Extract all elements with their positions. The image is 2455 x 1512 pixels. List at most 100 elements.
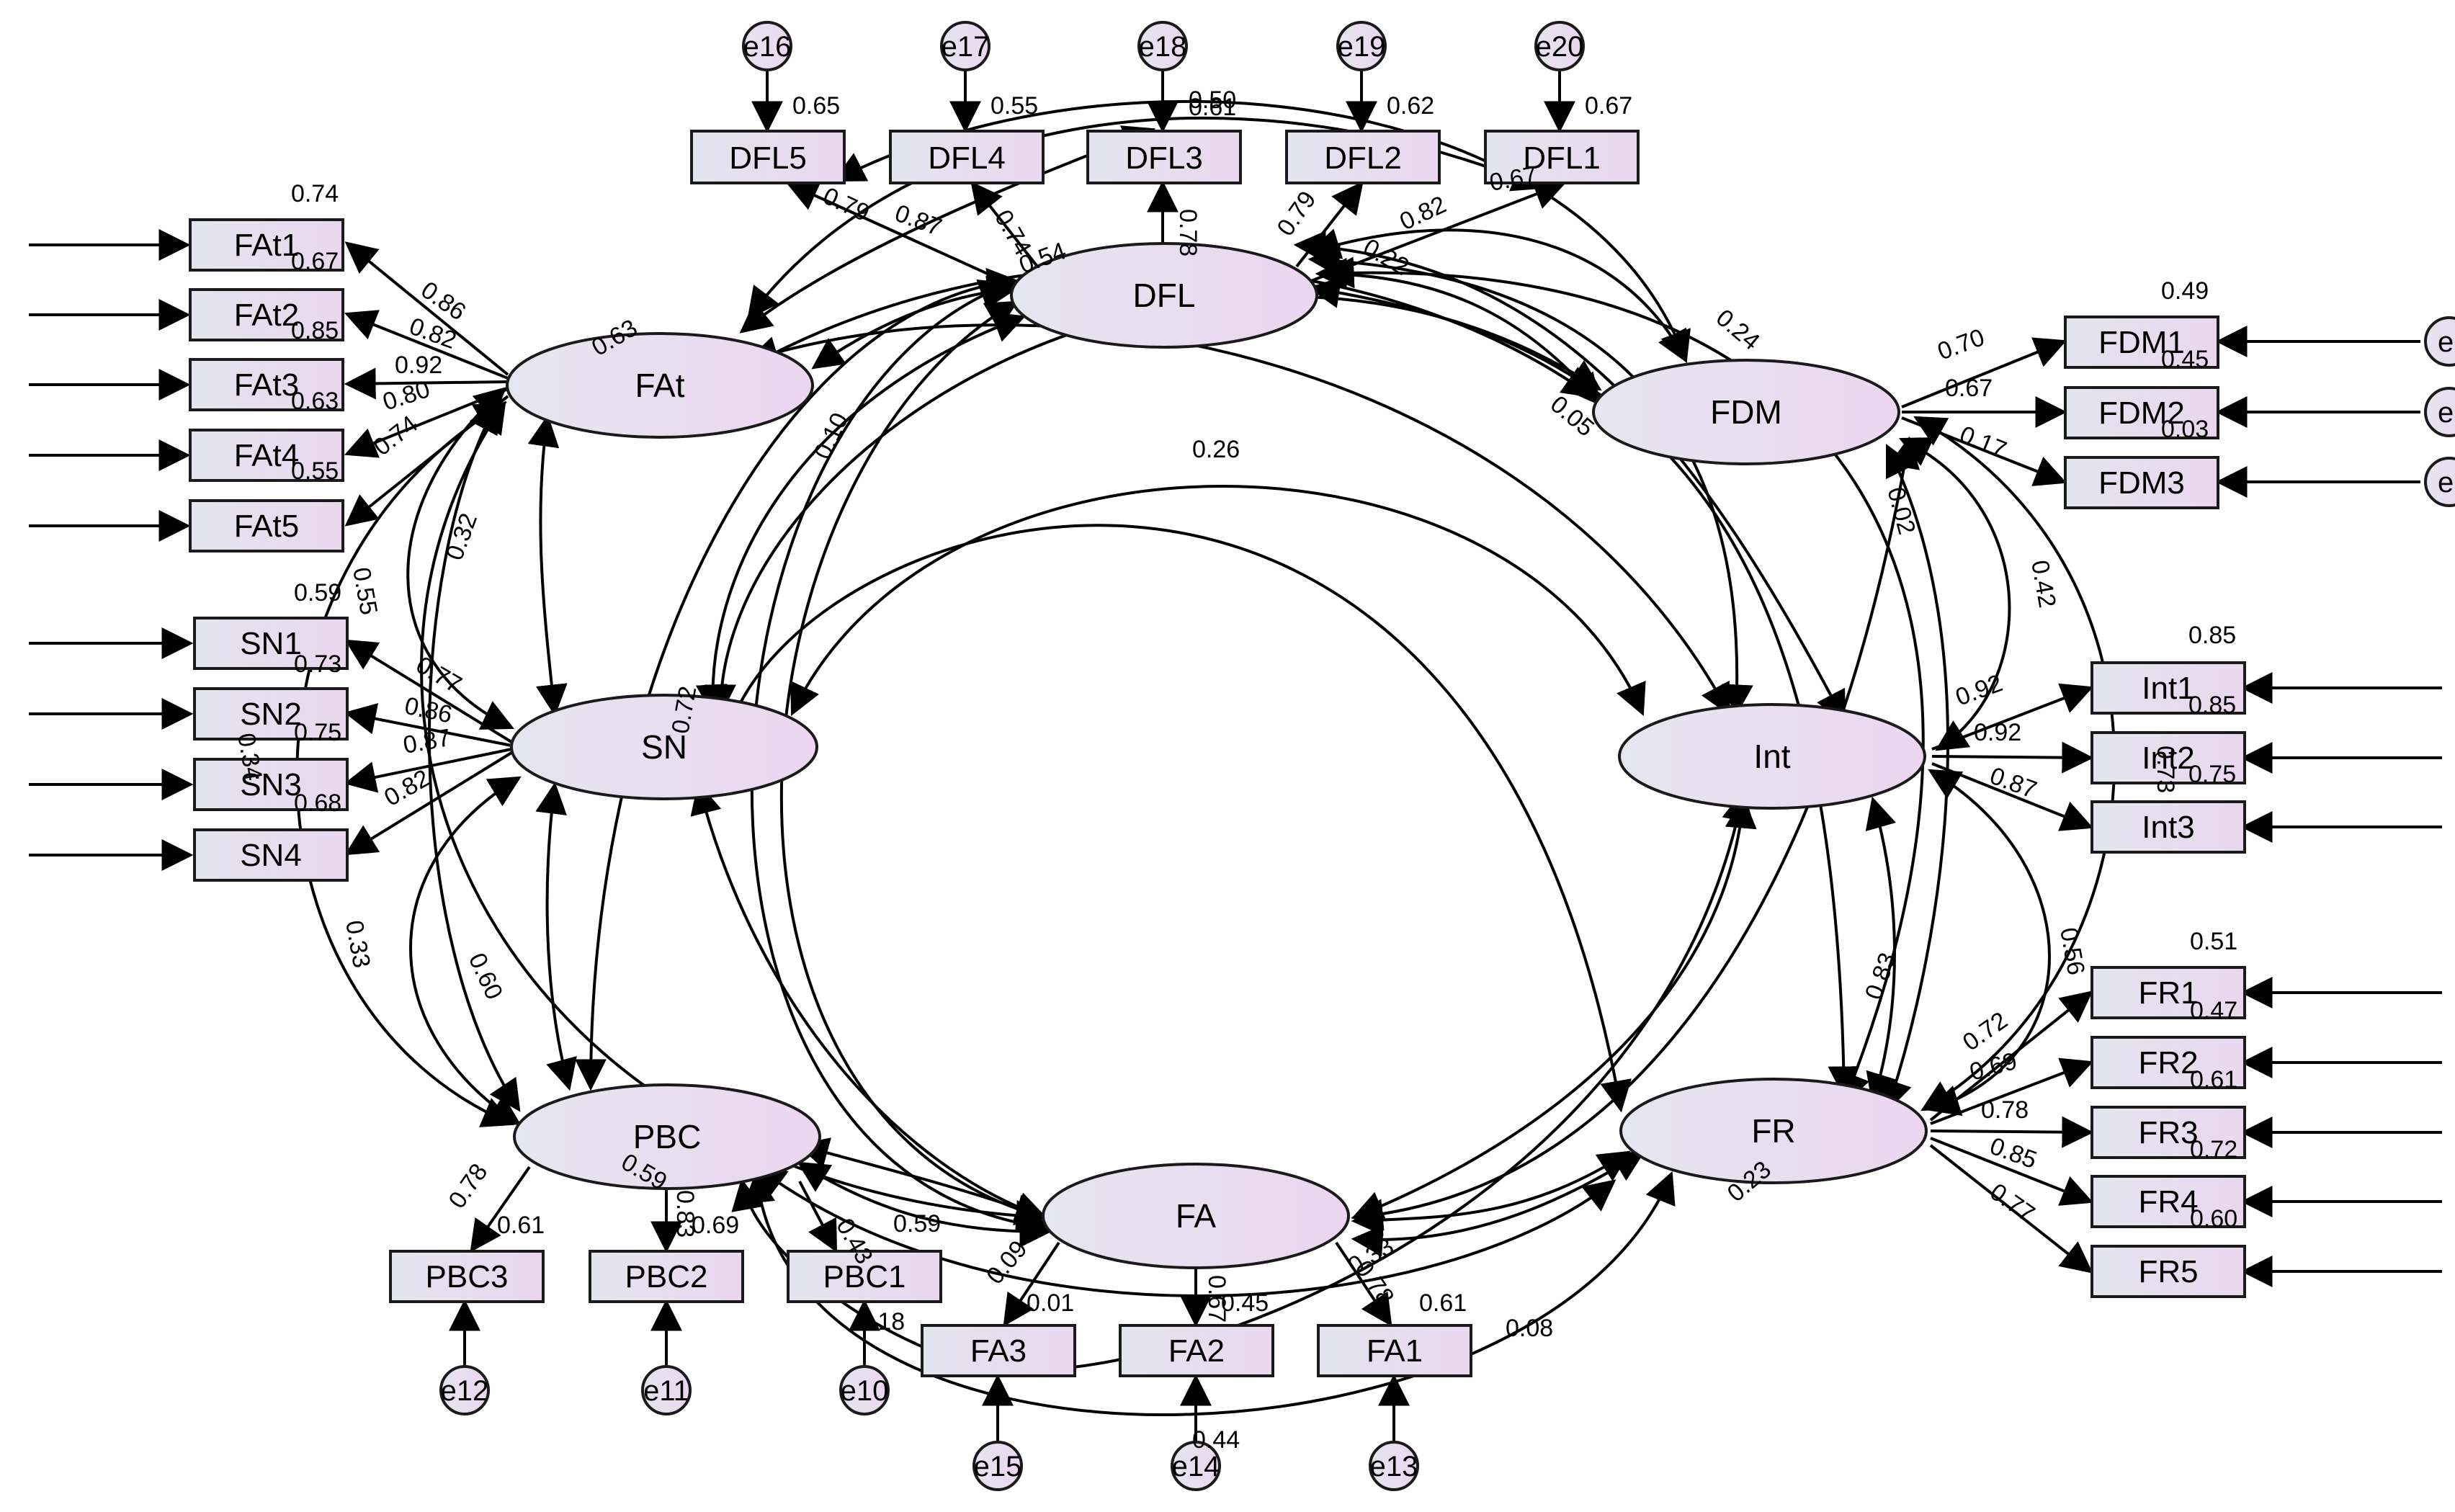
path-arrow-21 (1930, 1057, 2094, 1125)
loading-SN3: 0.87 (401, 724, 453, 759)
label-observed-SN2: SN2 (240, 697, 302, 732)
path-arrow-1 (344, 310, 509, 380)
label-observed-FR3: FR3 (2138, 1115, 2198, 1150)
label-observed-DFL1: DFL1 (1523, 140, 1601, 176)
label-observed-FDM3: FDM3 (2098, 465, 2185, 501)
path-arrow-14 (1901, 337, 2067, 408)
cov-Int-FR-outer (1927, 769, 2051, 1116)
box-Int3: Int3 (2090, 800, 2246, 854)
label-observed-Int3: Int3 (2142, 810, 2194, 845)
label-errors-e14: e14 (1172, 1451, 1220, 1482)
label-observed-FAt2: FAt2 (234, 298, 300, 333)
cov-FA-FR-2 (1351, 1150, 1645, 1257)
box-DFL3: DFL3 (1086, 130, 1242, 184)
error-e17: e17 (940, 21, 991, 71)
label-latents-PBC: PBC (633, 1118, 702, 1155)
label-errors-e12: e12 (441, 1375, 489, 1407)
path-arrow-13 (1310, 179, 1567, 282)
error-partial-fdm2: e (2424, 387, 2455, 437)
box-PBC2: PBC2 (589, 1250, 744, 1303)
r2-FAt2: 0.67 (291, 248, 339, 275)
error-e11: e11 (641, 1365, 692, 1415)
cov-SN-PBC (409, 776, 522, 1126)
r2-DFL4: 0.55 (991, 92, 1038, 120)
label-observed-FAt3: FAt3 (234, 367, 300, 403)
path-arrow-20 (1929, 990, 2093, 1122)
loading-FAt3: 0.92 (395, 352, 442, 379)
label-latents-FAt: FAt (635, 367, 684, 404)
latent-PBC: PBC (513, 1083, 821, 1190)
path-arrow-12 (1295, 181, 1364, 268)
label-errors-e20: e20 (1536, 31, 1584, 63)
box-FDM1: FDM1 (2064, 316, 2219, 369)
covariance-FAt_FA: 0.60 (463, 949, 508, 1003)
r2-PBC2: 0.69 (692, 1212, 739, 1239)
error-partial-fdm3: e (2424, 457, 2455, 507)
path-arrow-27 (798, 1181, 838, 1253)
box-SN2: SN2 (193, 687, 349, 741)
covariance-SN_PBC: 0.33 (340, 918, 375, 970)
label-errors-e13: e13 (1370, 1451, 1418, 1482)
cov-SN-FDM (705, 295, 1602, 717)
path-arrow-19 (1931, 762, 2094, 831)
box-FR4: FR4 (2090, 1175, 2246, 1228)
loading-FR4: 0.85 (1986, 1132, 2040, 1174)
r2-FAt5: 0.55 (291, 457, 339, 485)
r2-DFL2: 0.62 (1387, 92, 1434, 120)
path-arrow-4 (344, 395, 509, 527)
label-observed-Int1: Int1 (2142, 671, 2194, 706)
path-arrow-25 (470, 1166, 531, 1253)
label-latents-FA: FA (1176, 1197, 1217, 1235)
error-e10: e10 (839, 1365, 890, 1415)
label-observed-PBC3: PBC3 (426, 1259, 509, 1294)
cov-FAt-SN-inner (527, 414, 568, 717)
r2-SN3: 0.75 (294, 719, 341, 746)
r2-Int1: 0.85 (2188, 622, 2236, 649)
path-arrow-8 (344, 751, 513, 856)
latent-variables: DFL FAt FDM SN Int PBC FA FR (506, 242, 1928, 1269)
covariance-FDM_Int: 0.42 (2026, 558, 2061, 610)
label-latents-SN: SN (641, 728, 687, 766)
error-e14: e14 (1171, 1441, 1221, 1491)
r2-DFL1: 0.67 (1585, 92, 1632, 120)
covariance-FDM_x: 0.05 (1545, 390, 1599, 442)
covariance-DFL_FDM: 0.24 (1711, 304, 1765, 356)
path-arrow-3 (344, 388, 509, 458)
error-e19: e19 (1336, 21, 1387, 71)
box-FAt2: FAt2 (189, 288, 344, 341)
latent-FR: FR (1619, 1078, 1928, 1184)
cov-DFL-Int-2 (1293, 231, 1846, 723)
cov-SN-FR (720, 524, 1632, 1113)
r2-FA2: 0.45 (1221, 1289, 1269, 1317)
covariance-DFL_FA: 0.10 (809, 408, 854, 463)
loading-DFL3: 0.78 (1174, 209, 1202, 256)
label-observed-FAt1: FAt1 (234, 228, 300, 263)
label-observed-FAt5: FAt5 (234, 509, 300, 544)
box-DFL4: DFL4 (889, 130, 1045, 184)
label-errors-e11: e11 (643, 1375, 689, 1407)
label-observed-PBC1: PBC1 (823, 1259, 906, 1294)
covariance-Int_FA: 0.83 (1860, 949, 1902, 1003)
error-partial-fdm1: e (2424, 316, 2455, 367)
path-arrow-23 (1930, 1137, 2094, 1206)
label-observed-FAt4: FAt4 (234, 438, 300, 473)
cov-SN-Int (790, 485, 1646, 717)
loading-PBC2: 0.83 (671, 1190, 699, 1238)
path-arrow-7 (344, 748, 512, 793)
box-FAt3: FAt3 (189, 358, 344, 411)
r-squared-labels: 0.65 0.55 0.50 0.61 0.62 0.67 0.74 0.67 … (291, 86, 2237, 1454)
loading-paths (29, 71, 2442, 1441)
latent-DFL: DFL (1010, 242, 1318, 349)
cov-SN-PBC-inner (535, 782, 577, 1091)
box-SN3: SN3 (193, 758, 349, 811)
latent-SN: SN (510, 694, 818, 800)
path-arrow-0 (344, 241, 509, 376)
label-observed-FDM2: FDM2 (2098, 395, 2185, 431)
r2-Int3: 0.75 (2188, 761, 2236, 788)
box-SN4: SN4 (193, 828, 349, 882)
box-DFL1: DFL1 (1484, 130, 1640, 184)
covariance-FDM_FR: 0.02 (1882, 484, 1920, 537)
label-errors-e_partial: e (2438, 397, 2454, 429)
loading-Int2: 0.92 (1974, 719, 2021, 746)
